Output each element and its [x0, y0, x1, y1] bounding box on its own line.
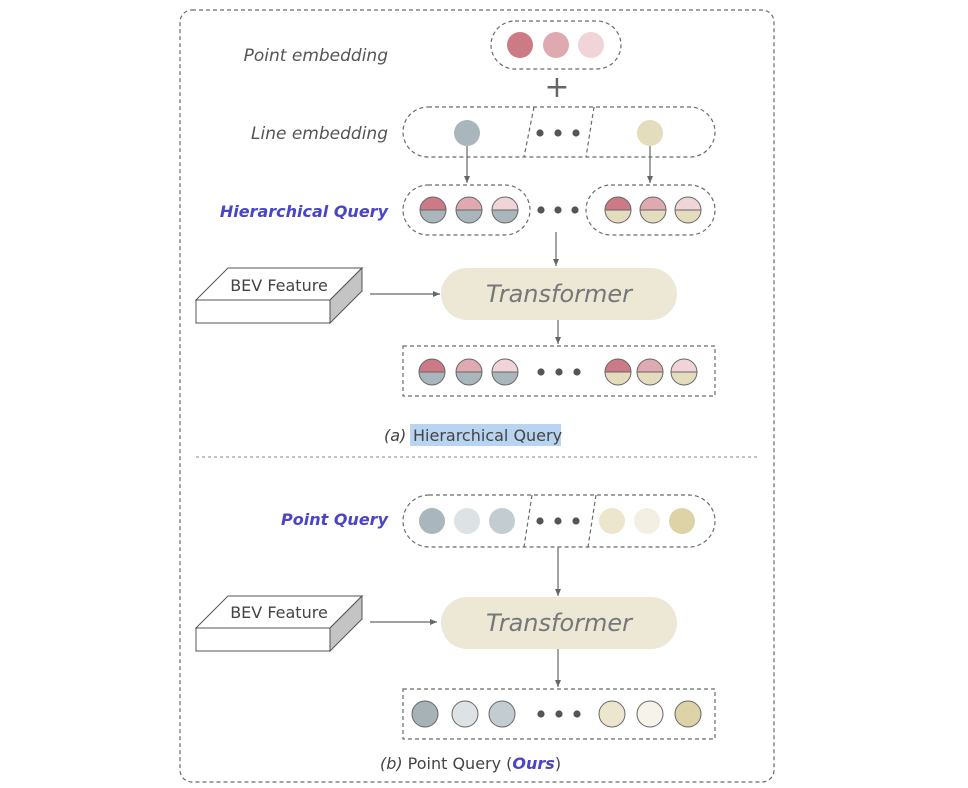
outer-frame: [179, 9, 775, 783]
caption-b-main: Point Query (: [408, 754, 513, 773]
ellipsis-dot: [537, 368, 545, 376]
transformer-box: [441, 597, 677, 649]
output-query-box: [402, 345, 716, 397]
point-query-dot: [599, 508, 625, 534]
hierarchical-query-node: [491, 196, 519, 224]
output-point-dot: [598, 700, 626, 728]
output-point-group: [402, 688, 716, 740]
ellipsis-dot: [537, 206, 545, 214]
caption-a-prefix: (a): [384, 426, 406, 445]
hierarchical-query-node: [455, 196, 483, 224]
output-query-node: [491, 358, 519, 386]
ellipsis-dot: [537, 710, 545, 718]
transformer-label: Transformer: [486, 280, 634, 308]
transformer-box: [441, 268, 677, 320]
point-query-dot: [669, 508, 695, 534]
ellipsis-dot: [555, 368, 563, 376]
output-point-dot: [636, 700, 664, 728]
line-embedding-dot: [454, 120, 480, 146]
ellipsis-dot: [573, 710, 581, 718]
caption-b-close: ): [555, 754, 561, 773]
point-embedding-box: [490, 20, 622, 70]
ellipsis-dot: [554, 206, 562, 214]
point-embedding-group: [490, 20, 622, 70]
divider: [587, 494, 597, 548]
ellipsis-dot: [572, 129, 580, 137]
hierarchical-query-node: [419, 196, 447, 224]
ellipsis-dot: [536, 129, 544, 137]
bev-feature-block: BEV Feature: [194, 594, 364, 653]
hierarchical-query-box-left: [402, 184, 531, 236]
ellipsis-dot: [554, 517, 562, 525]
ellipsis-dot: [554, 129, 562, 137]
hierarchical-query-node: [639, 196, 667, 224]
line-embedding-box: [402, 106, 716, 158]
ellipsis-dot: [571, 206, 579, 214]
line-embedding-label: Line embedding: [251, 124, 388, 144]
divider: [585, 106, 595, 158]
point-embedding-dot: [578, 32, 604, 58]
point-query-dot: [634, 508, 660, 534]
hierarchical-query-label: Hierarchical Query: [220, 202, 389, 221]
output-point-dot: [451, 700, 479, 728]
output-query-node: [636, 358, 664, 386]
point-query-box: [402, 494, 716, 548]
point-query-group: [402, 494, 716, 548]
caption-a-text: Hierarchical Query: [413, 426, 562, 445]
point-query-dot: [454, 508, 480, 534]
ellipsis-dot: [573, 368, 581, 376]
divider: [523, 106, 535, 158]
output-query-node: [455, 358, 483, 386]
plus-sign: +: [544, 70, 569, 105]
bev-feature-block: BEV Feature: [194, 266, 364, 325]
line-embedding-dot: [637, 120, 663, 146]
hierarchical-query-box-right: [585, 184, 716, 236]
point-query-label: Point Query: [281, 510, 389, 529]
caption-b-ours: Ours: [512, 754, 554, 773]
transformer-label: Transformer: [486, 609, 634, 637]
output-point-dot: [674, 700, 702, 728]
ellipsis-dot: [572, 517, 580, 525]
divider: [523, 494, 533, 548]
point-embedding-dot: [543, 32, 569, 58]
point-embedding-label: Point embedding: [244, 46, 389, 66]
hierarchical-query-node: [604, 196, 632, 224]
hierarchical-query-node: [674, 196, 702, 224]
point-query-dot: [419, 508, 445, 534]
output-query-node: [418, 358, 446, 386]
point-query-dot: [489, 508, 515, 534]
output-query-node: [670, 358, 698, 386]
caption-b: (b) Point Query (Ours): [380, 754, 561, 773]
caption-highlight: [410, 424, 561, 446]
output-query-node: [604, 358, 632, 386]
ellipsis-dot: [536, 517, 544, 525]
hierarchical-query-group: [402, 184, 716, 236]
output-point-dot: [411, 700, 439, 728]
point-embedding-dot: [507, 32, 533, 58]
bev-feature-label: BEV Feature: [230, 276, 328, 295]
output-query-group: [402, 345, 716, 397]
output-point-dot: [488, 700, 516, 728]
bev-feature-label: BEV Feature: [230, 603, 328, 622]
caption-b-prefix: (b): [380, 754, 403, 773]
line-embedding-group: [402, 106, 716, 158]
output-point-box: [402, 688, 716, 740]
ellipsis-dot: [555, 710, 563, 718]
